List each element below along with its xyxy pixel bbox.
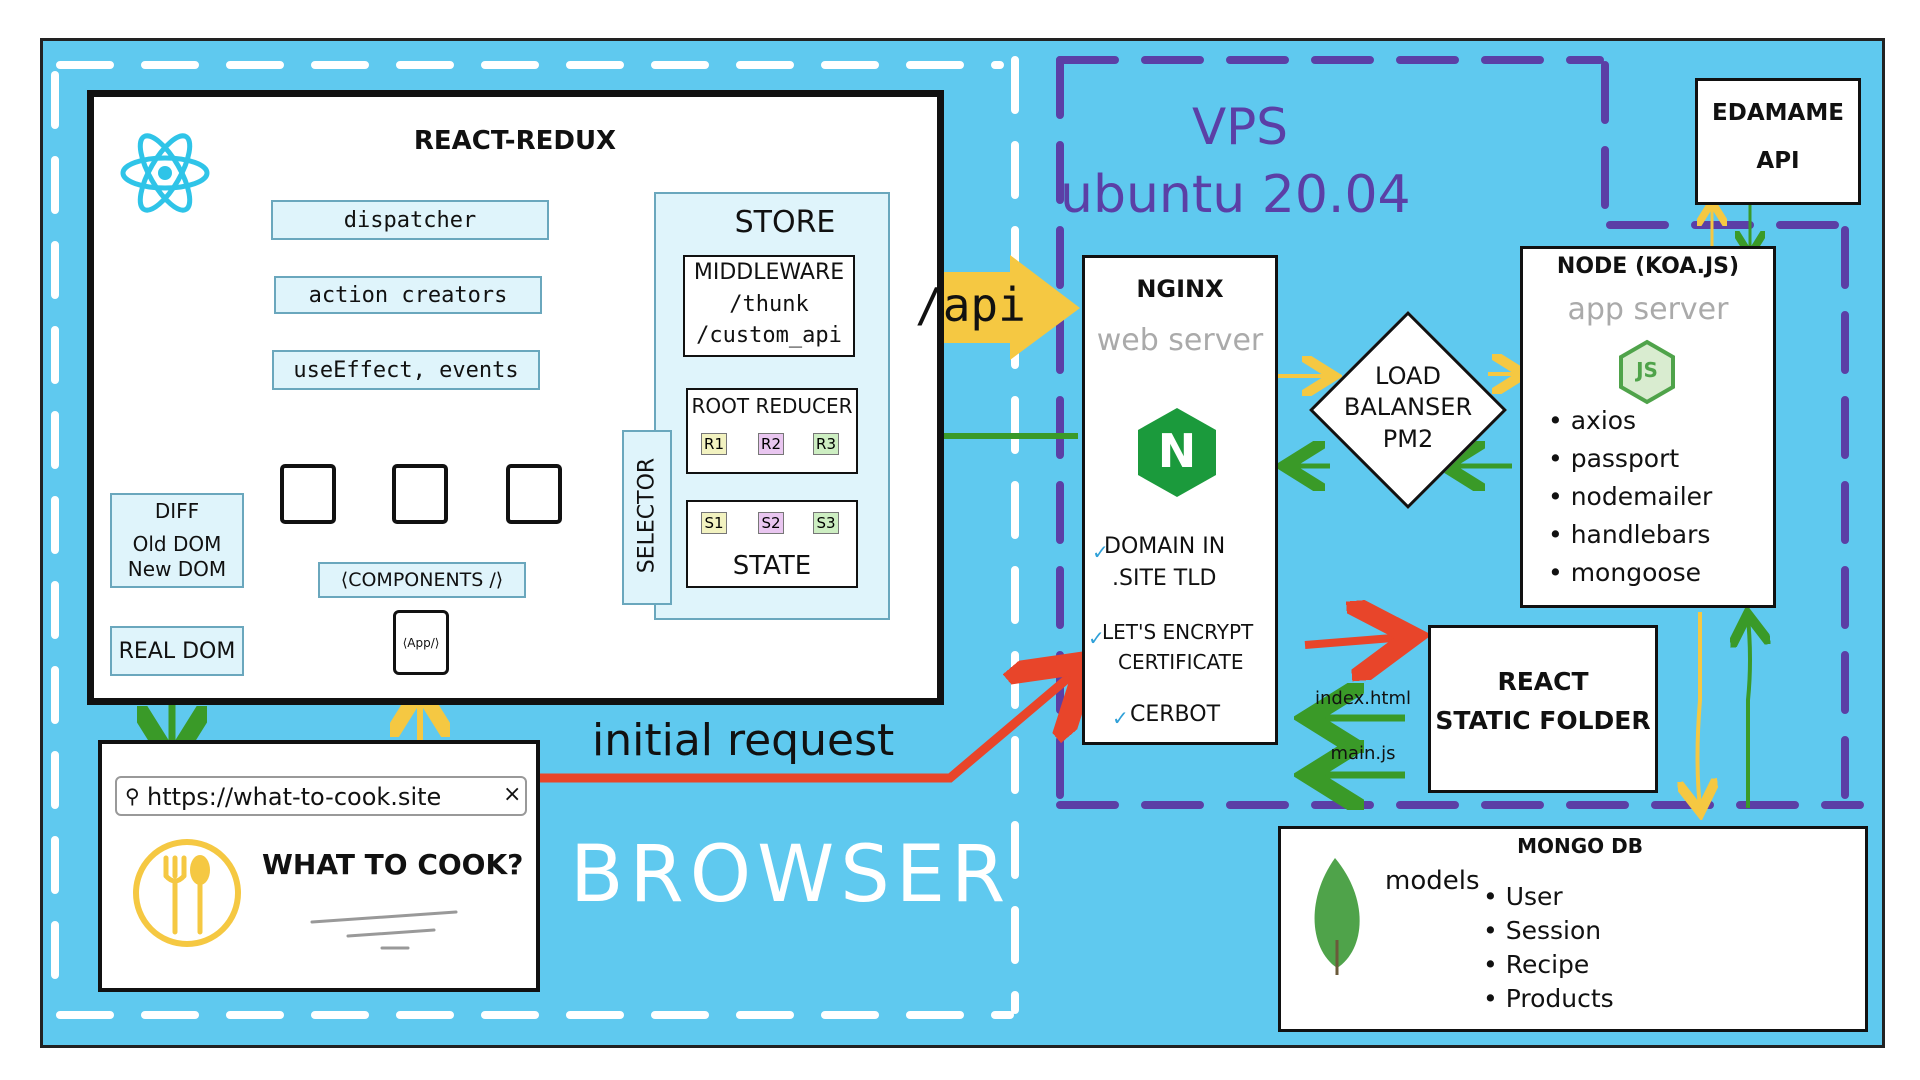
load-balancer-line-2: BALANSER — [1343, 393, 1473, 421]
edamame-api-box — [1695, 78, 1861, 205]
node-lib-5-label: mongoose — [1570, 558, 1702, 587]
mongo-model-2: • Session — [1483, 916, 1602, 945]
react-static-line-2: STATIC FOLDER — [1435, 706, 1651, 735]
initial-request-arrow — [540, 668, 1080, 783]
load-balancer-line-1: LOAD — [1375, 362, 1441, 390]
browser-label: BROWSER — [570, 830, 1012, 920]
initial-request-label: initial request — [592, 715, 895, 766]
nginx-logo-letter: N — [1157, 424, 1197, 478]
nodejs-logo-letters: JS — [1636, 358, 1658, 382]
component-square-2 — [392, 464, 448, 524]
node-lib-3: • nodemailer — [1548, 482, 1713, 511]
node-lib-1-label: axios — [1570, 406, 1637, 435]
search-icon: ⚲ — [125, 784, 140, 808]
node-title: NODE (KOA.JS) — [1556, 254, 1740, 279]
middleware-line-1: MIDDLEWARE — [693, 260, 845, 285]
react-static-line-1: REACT — [1497, 667, 1589, 696]
selector-box — [622, 430, 672, 605]
node-lib-1: • axios — [1548, 406, 1637, 435]
node-panel — [1520, 246, 1776, 608]
middleware-line-3: /custom_api — [696, 323, 842, 348]
react-static-folder-box — [1428, 625, 1658, 793]
node-lib-3-label: nodemailer — [1570, 482, 1713, 511]
browser-url: https://what-to-cook.site — [147, 783, 442, 811]
app-title: WHAT TO COOK? — [262, 848, 524, 881]
root-reducer-box — [686, 388, 858, 474]
node-lib-2: • passport — [1548, 444, 1680, 473]
nginx-check-2-line-2: CERTIFICATE — [1118, 650, 1244, 674]
node-lib-4-label: handlebars — [1570, 520, 1711, 549]
react-redux-title: REACT-REDUX — [413, 126, 617, 156]
vps-title: VPS — [1191, 98, 1289, 156]
mongo-model-3-label: Recipe — [1505, 950, 1590, 979]
real-dom-box: REAL DOM — [110, 626, 244, 676]
diff-old-dom: Old DOM — [132, 532, 222, 556]
app-box: ⟨App/⟩ — [393, 610, 449, 675]
components-box: ⟨COMPONENTS /⟩ — [318, 562, 526, 598]
check-icon-2: ✓ — [1088, 626, 1105, 650]
state-label: STATE — [732, 551, 812, 581]
reducer-r1: R1 — [701, 433, 727, 455]
nginx-check-2-line-1: LET'S ENCRYPT — [1102, 620, 1254, 644]
check-icon-1: ✓ — [1092, 540, 1109, 564]
action-creators-box: action creators — [274, 276, 542, 314]
reducer-r2: R2 — [758, 433, 784, 455]
node-lib-2-label: passport — [1570, 444, 1680, 473]
selector-label: SELECTOR — [634, 457, 660, 574]
diff-new-dom: New DOM — [127, 557, 227, 581]
browser-dashed-border — [51, 56, 1019, 1019]
mongo-model-3: • Recipe — [1483, 950, 1590, 979]
nginx-title: NGINX — [1136, 275, 1224, 303]
component-square-3 — [506, 464, 562, 524]
dispatcher-box: dispatcher — [271, 200, 549, 240]
browser-address-bar[interactable]: ⚲ https://what-to-cook.site × — [115, 776, 527, 816]
state-s1: S1 — [701, 512, 727, 534]
edamame-line-2: API — [1756, 148, 1800, 174]
node-lib-4: • handlebars — [1548, 520, 1711, 549]
middleware-box — [683, 255, 855, 357]
nginx-check-1-line-2: .SITE TLD — [1112, 566, 1217, 591]
static-file-index: index.html — [1315, 688, 1411, 709]
mongo-models-label: models — [1385, 866, 1480, 896]
use-effect-box: useEffect, events — [272, 350, 540, 390]
mongo-model-1-label: User — [1505, 882, 1563, 911]
mongo-model-2-label: Session — [1505, 916, 1602, 945]
node-subtitle: app server — [1567, 292, 1729, 327]
api-label: /api — [915, 278, 1026, 332]
state-s2: S2 — [758, 512, 784, 534]
diff-title: DIFF — [154, 499, 200, 523]
check-icon-3: ✓ — [1112, 706, 1129, 730]
mongo-model-4: • Products — [1483, 984, 1614, 1013]
nginx-check-1-line-1: DOMAIN IN — [1104, 534, 1226, 559]
real-dom-label: REAL DOM — [118, 638, 236, 664]
state-s3: S3 — [813, 512, 839, 534]
node-lib-5: • mongoose — [1548, 558, 1702, 587]
reducer-r3: R3 — [813, 433, 839, 455]
store-title: STORE — [734, 205, 836, 240]
root-reducer-label: ROOT REDUCER — [691, 394, 853, 418]
nginx-subtitle: web server — [1096, 323, 1264, 358]
vps-os: ubuntu 20.04 — [1060, 165, 1411, 225]
mongo-title: MONGO DB — [1517, 834, 1643, 858]
mongo-db-panel — [1278, 826, 1868, 1032]
load-balancer-line-3: PM2 — [1382, 425, 1434, 453]
middleware-line-2: /thunk — [729, 292, 809, 317]
nginx-panel — [1082, 255, 1278, 745]
mongo-model-4-label: Products — [1505, 984, 1614, 1013]
component-square-1 — [280, 464, 336, 524]
edamame-line-1: EDAMAME — [1712, 100, 1844, 126]
diff-box: DIFF Old DOM New DOM — [110, 493, 244, 588]
mongo-model-1: • User — [1483, 882, 1563, 911]
nginx-check-3: CERBOT — [1130, 702, 1221, 727]
static-file-main: main.js — [1330, 743, 1396, 764]
close-icon[interactable]: × — [503, 782, 522, 807]
app-label: ⟨App/⟩ — [402, 635, 440, 650]
